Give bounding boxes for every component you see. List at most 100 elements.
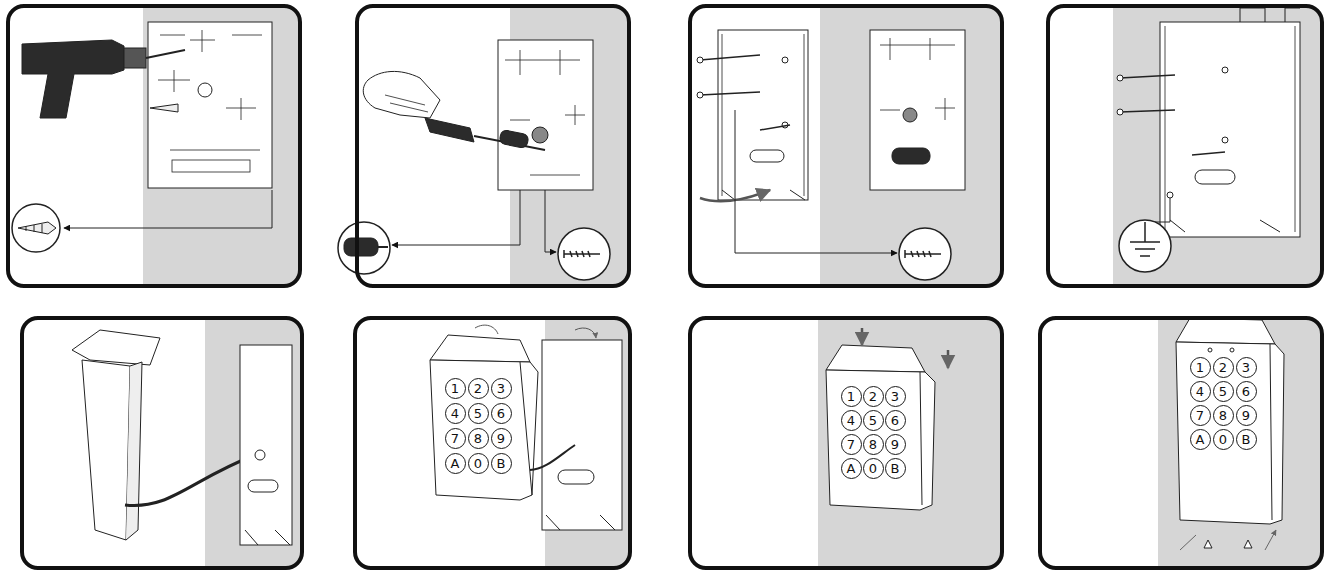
cable-hole xyxy=(903,108,917,122)
key-label: A xyxy=(1196,433,1205,446)
keypad-key: 6 xyxy=(491,403,512,424)
key-label: 5 xyxy=(1219,385,1227,398)
keypad-key: 9 xyxy=(1236,405,1257,426)
leader-line xyxy=(545,190,556,252)
wall xyxy=(205,318,302,568)
wall xyxy=(1158,318,1322,568)
keypad-key: 4 xyxy=(841,410,862,431)
cable-slot xyxy=(558,470,594,484)
step-drill xyxy=(12,22,272,252)
screw-head xyxy=(697,92,703,98)
screw-hole xyxy=(782,57,788,63)
keypad-body xyxy=(430,360,538,500)
screw xyxy=(905,250,941,258)
panel-frame xyxy=(357,6,629,286)
wall xyxy=(818,318,1002,568)
keypad-key: 3 xyxy=(491,378,512,399)
key-label: 1 xyxy=(451,382,459,395)
cable-hole xyxy=(532,127,548,143)
screws xyxy=(1204,540,1252,548)
cable xyxy=(125,455,255,506)
key-label: 4 xyxy=(847,414,855,427)
keypad-hood xyxy=(1176,318,1275,344)
keypad-key: 1 xyxy=(1190,357,1211,378)
key-label: 7 xyxy=(451,432,459,445)
key-label: 0 xyxy=(869,462,877,475)
grommet-end xyxy=(378,246,388,248)
hand xyxy=(363,71,440,118)
back-plate xyxy=(240,345,292,545)
key-label: 2 xyxy=(869,390,877,403)
key-label: 8 xyxy=(1219,409,1227,422)
keypad-body xyxy=(826,370,935,510)
key-label: 8 xyxy=(474,432,482,445)
key-label: 9 xyxy=(497,432,505,445)
panel-frames xyxy=(8,6,1322,568)
step-back-plate xyxy=(697,30,965,280)
keypad-key: 2 xyxy=(1213,357,1234,378)
key-label: 4 xyxy=(451,407,459,420)
leader-line xyxy=(64,190,272,228)
template-marks xyxy=(158,30,262,150)
panel-frame xyxy=(1048,6,1322,286)
back-plate xyxy=(718,30,808,200)
screw-head xyxy=(1117,109,1123,115)
panel-frame xyxy=(1040,318,1322,568)
keypad-side xyxy=(82,360,130,540)
keypad-key: 5 xyxy=(1213,381,1234,402)
wall xyxy=(820,6,1002,286)
key-label: 3 xyxy=(1242,361,1250,374)
plate-feet xyxy=(245,530,290,545)
key-label: 2 xyxy=(474,382,482,395)
drilling-template xyxy=(498,40,593,190)
step-hook-keypad xyxy=(430,325,622,530)
down-arrow xyxy=(947,350,950,368)
keypad-key: 7 xyxy=(841,434,862,455)
keypad-key: 1 xyxy=(841,386,862,407)
key-label: 5 xyxy=(474,407,482,420)
panel-frame xyxy=(8,6,300,286)
key-label: A xyxy=(451,457,460,470)
plate-feet xyxy=(1170,220,1280,232)
keypad-key: 5 xyxy=(863,410,884,431)
keypad-key: 2 xyxy=(468,378,489,399)
key-label: B xyxy=(891,462,900,475)
keypad-key: 7 xyxy=(445,428,466,449)
screws xyxy=(1120,75,1225,155)
keypad-key: 9 xyxy=(491,428,512,449)
keypad-key: 3 xyxy=(885,386,906,407)
cable-slot xyxy=(248,480,278,492)
step-ground xyxy=(1117,8,1300,272)
leader-line xyxy=(392,190,520,245)
keypad-key: 8 xyxy=(1213,405,1234,426)
cable-grommet xyxy=(892,148,930,164)
keypad-key: 0 xyxy=(1213,429,1234,450)
key-label: 0 xyxy=(1219,433,1227,446)
drilling-template xyxy=(148,22,272,188)
detail-circle xyxy=(1119,220,1171,272)
cable-grommet xyxy=(344,238,378,256)
panel-frame xyxy=(22,318,302,568)
template-marks xyxy=(880,38,955,120)
screw-head xyxy=(697,57,703,63)
keypad-edge xyxy=(1270,344,1272,520)
led xyxy=(1230,348,1234,352)
keypad-key: 8 xyxy=(468,428,489,449)
key-label: 7 xyxy=(1196,409,1204,422)
back-plate xyxy=(1160,22,1300,237)
step-connect-cable xyxy=(72,330,292,545)
keypad-hood xyxy=(430,335,530,362)
cable-slot xyxy=(1195,170,1235,184)
template-marks xyxy=(505,50,585,175)
panel-frame xyxy=(690,6,1002,286)
key-label: 9 xyxy=(891,438,899,451)
keypad-key: 8 xyxy=(863,434,884,455)
hand-lines xyxy=(385,95,428,112)
keypad-key: 1 xyxy=(445,378,466,399)
cable-slot xyxy=(750,150,784,162)
key-label: 6 xyxy=(497,407,505,420)
keypad-key: 4 xyxy=(1190,381,1211,402)
keypad-key: A xyxy=(841,458,862,479)
key-label: 6 xyxy=(1242,385,1250,398)
